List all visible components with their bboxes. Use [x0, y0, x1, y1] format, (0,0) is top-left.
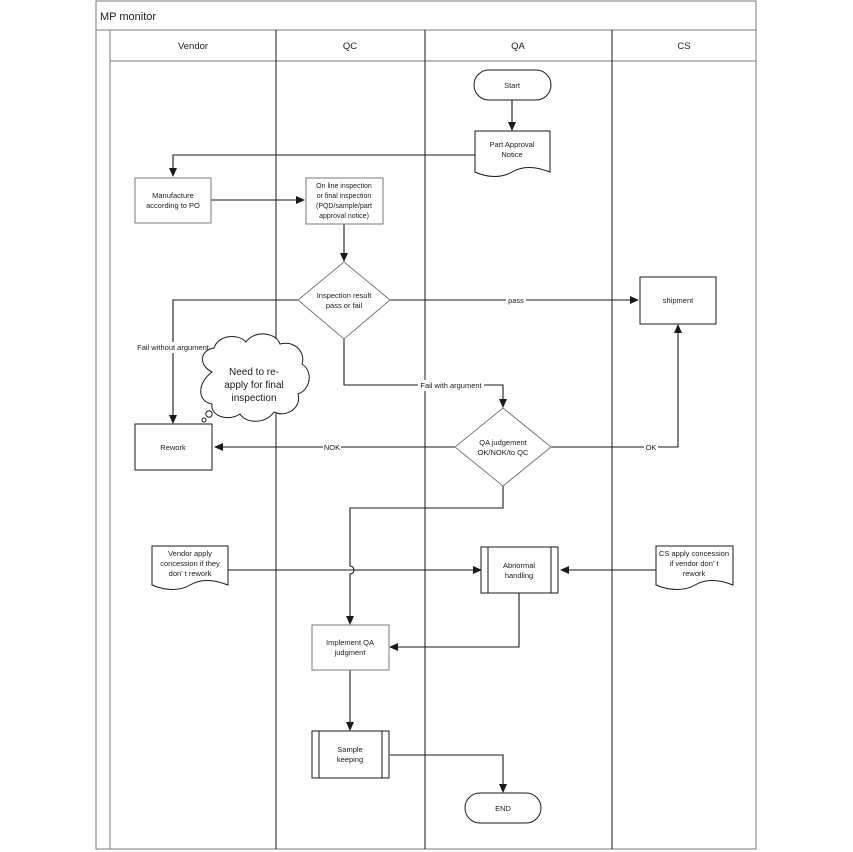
abnormal-handling-label-line2: handling: [505, 571, 533, 580]
inspection-process: On line inspection or final inspection (…: [305, 177, 384, 225]
inspection-label-line4: approval notice): [319, 213, 369, 220]
inspection-label-line2: or final inspection: [317, 193, 372, 200]
connectors: [169, 100, 682, 793]
qa-judgement-decision: QA judgement OK/NOK/to QC: [454, 407, 552, 487]
cs-concession-label-line3: rework: [683, 569, 706, 578]
start-label: Start: [504, 81, 521, 90]
lane-header-cs: CS: [677, 41, 690, 52]
cs-concession-label-line2: if vendor don’ t: [670, 559, 720, 568]
edge-label-pass: pass: [508, 296, 524, 305]
shipment-label: shipment: [663, 296, 694, 305]
inspection-result-label-line1: Inspection result: [317, 291, 373, 300]
page-title: MP monitor: [100, 11, 156, 23]
cs-concession-document: CS apply concession if vendor don’ t rew…: [655, 545, 734, 590]
vendor-concession-label-line1: Vendor apply: [168, 549, 212, 558]
qa-judgement-label-line2: OK/NOK/to QC: [478, 448, 529, 457]
qa-judgement-label-line1: QA judgement: [479, 438, 527, 447]
end-label: END: [495, 804, 511, 813]
lane-header-qc: QC: [343, 41, 357, 52]
cloud-callout: Need to re- apply for final inspection: [200, 333, 310, 423]
implement-qa-process: Implement QA judgment: [311, 624, 390, 671]
rework-label: Rework: [160, 443, 186, 452]
part-approval-label-line1: Part Approval: [489, 140, 534, 149]
abnormal-handling-label-line1: Abnormal: [503, 561, 535, 570]
cs-concession-label-line1: CS apply concession: [659, 549, 729, 558]
inspection-label-line3: (PQD/sample/part: [316, 203, 372, 210]
manufacture-label-line1: Manufacture: [152, 191, 194, 200]
edge-label-ok: OK: [646, 443, 657, 452]
edge-label-fail-without-argument: Fail without argument: [137, 343, 210, 352]
implement-qa-label-line1: Implement QA: [326, 638, 374, 647]
vendor-concession-label-line2: concession if they: [160, 559, 220, 568]
callout-label-line3: inspection: [231, 393, 276, 404]
part-approval-notice-document: Part Approval Notice: [474, 130, 551, 177]
sample-keeping-subprocess: Sample keeping: [311, 730, 390, 779]
vendor-concession-document: Vendor apply concession if they don’ t r…: [151, 545, 229, 590]
start-terminator: Start: [473, 69, 552, 101]
sample-keeping-label-line1: Sample: [337, 745, 362, 754]
manufacture-process: Manufacture according to PO: [134, 177, 212, 224]
sample-keeping-label-line2: keeping: [337, 755, 363, 764]
manufacture-label-line2: according to PO: [146, 201, 200, 210]
implement-qa-label-line2: judgment: [334, 648, 367, 657]
callout-label-line1: Need to re-: [229, 367, 279, 378]
lane-header-qa: QA: [511, 41, 525, 52]
callout-label-line2: apply for final: [224, 380, 283, 391]
edge-label-nok: NOK: [324, 443, 340, 452]
rework-process: Rework: [134, 423, 213, 471]
end-terminator: END: [464, 792, 542, 824]
part-approval-label-line2: Notice: [501, 150, 522, 159]
vendor-concession-label-line3: don’ t rework: [169, 569, 212, 578]
inspection-result-label-line2: pass or fail: [326, 301, 363, 310]
inspection-label-line1: On line inspection: [316, 183, 372, 190]
inspection-result-decision: Inspection result pass or fail: [297, 261, 391, 340]
shipment-process: shipment: [639, 276, 717, 325]
edge-label-fail-with-argument: Fail with argument: [420, 381, 482, 390]
abnormal-handling-subprocess: Abnormal handling: [480, 546, 559, 594]
lane-header-vendor: Vendor: [178, 41, 208, 52]
